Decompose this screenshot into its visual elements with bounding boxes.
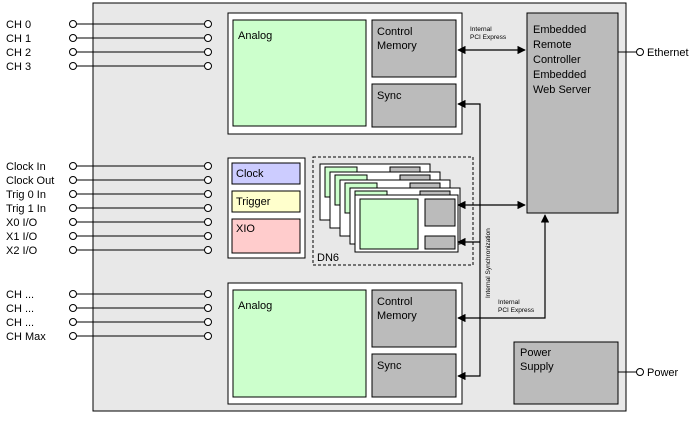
power-supply-label: Power Supply	[520, 347, 554, 373]
bottom-analog-label: Analog	[238, 300, 272, 312]
dn6-stacked-modules	[319, 163, 461, 253]
clock-label: Clock	[236, 168, 264, 180]
internal-pci-bottom-label: Internal PCI Express	[498, 299, 535, 314]
internal-sync-label: Internal Synchronization	[485, 228, 492, 298]
ch-max-label: CH Max	[6, 331, 46, 343]
ch-a-label: CH ...	[6, 289, 34, 301]
top-sync-block	[371, 83, 457, 128]
bottom-control-memory-block	[371, 289, 457, 348]
ethernet-label: Ethernet	[647, 47, 689, 59]
controller-block	[526, 12, 619, 214]
x1-io-label: X1 I/O	[6, 231, 38, 243]
dn6-dashed-frame	[312, 156, 474, 266]
bottom-sync-block	[371, 353, 457, 398]
ch2-label: CH 2	[6, 47, 31, 59]
bottom-channel-lines	[69, 290, 212, 340]
trig1-in-label: Trig 1 In	[6, 203, 46, 215]
xio-label: XIO	[236, 223, 255, 235]
clock-in-label: Clock In	[6, 161, 46, 173]
ch-b-label: CH ...	[6, 303, 34, 315]
bottom-analog-block	[232, 289, 367, 398]
x0-io-label: X0 I/O	[6, 217, 38, 229]
mid-signal-lines	[69, 162, 212, 254]
dn6-label: DN6	[317, 252, 339, 264]
ch-c-label: CH ...	[6, 317, 34, 329]
top-analog-block	[232, 19, 367, 127]
power-label: Power	[647, 367, 679, 379]
ch1-label: CH 1	[6, 33, 31, 45]
clock-out-label: Clock Out	[6, 175, 54, 187]
power-supply-block	[513, 341, 619, 405]
bottom-sync-label: Sync	[377, 360, 402, 372]
top-analog-label: Analog	[238, 30, 272, 42]
external-connectors	[618, 48, 644, 376]
internal-pci-top-label: Internal PCI Express	[470, 26, 507, 41]
trig0-in-label: Trig 0 In	[6, 189, 46, 201]
bottom-control-memory-label: Control Memory	[377, 296, 417, 322]
trigger-label: Trigger	[236, 196, 271, 208]
ch3-label: CH 3	[6, 61, 31, 73]
xio-block	[231, 218, 301, 254]
interconnect-arrows	[457, 45, 550, 381]
clock-block	[231, 162, 301, 185]
ch0-label: CH 0	[6, 19, 31, 31]
top-channel-lines	[69, 20, 212, 70]
x2-io-label: X2 I/O	[6, 245, 38, 257]
controller-label: Embedded Remote Controller Embedded Web …	[533, 24, 591, 96]
top-control-memory-block	[371, 19, 457, 78]
top-sync-label: Sync	[377, 90, 402, 102]
trigger-block	[231, 190, 301, 213]
top-control-memory-label: Control Memory	[377, 26, 417, 52]
